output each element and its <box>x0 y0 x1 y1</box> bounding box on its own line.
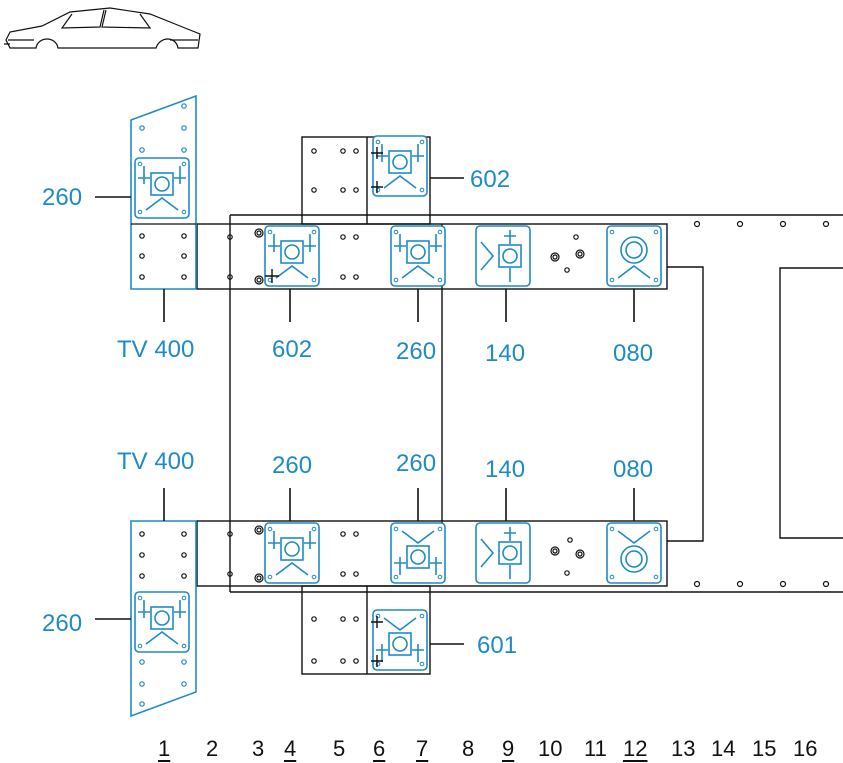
label-260-upper: 260 <box>396 338 437 365</box>
main-frame <box>229 214 843 593</box>
label-tv400-bottom: TV 400 <box>117 448 195 475</box>
position-number: 8 <box>462 736 475 761</box>
position-number: 16 <box>793 736 818 761</box>
module-602-upper <box>264 225 320 287</box>
upper-beam <box>196 136 668 290</box>
module-140-upper <box>475 225 531 287</box>
label-602-top: 602 <box>470 166 511 193</box>
position-number: 3 <box>252 736 265 761</box>
label-080-lower: 080 <box>613 456 654 483</box>
module-080-upper <box>606 225 662 287</box>
position-number: 14 <box>711 736 736 761</box>
pin-markers <box>265 147 383 667</box>
label-260-lower-a: 260 <box>272 452 313 479</box>
position-number: 12 <box>623 736 648 761</box>
position-number: 7 <box>416 736 429 761</box>
label-140-upper: 140 <box>485 340 526 367</box>
position-number: 6 <box>373 736 386 761</box>
leader-lines <box>95 177 635 645</box>
position-number: 15 <box>752 736 777 761</box>
module-260-bottom-left <box>134 591 190 653</box>
position-number: 1 <box>158 736 171 761</box>
module-080-lower <box>606 522 662 584</box>
label-260-lower-b: 260 <box>396 450 437 477</box>
position-number: 13 <box>671 736 696 761</box>
position-number: 10 <box>538 736 563 761</box>
label-601-bottom: 601 <box>477 632 518 659</box>
car-body-icon <box>4 7 201 49</box>
module-260-lower-b <box>390 522 446 584</box>
lower-beam <box>196 520 668 675</box>
label-140-lower: 140 <box>485 456 526 483</box>
module-140-lower <box>475 522 531 584</box>
module-260-upper <box>390 225 446 287</box>
module-260-top-left <box>134 157 190 219</box>
label-260-top-left: 260 <box>42 184 83 211</box>
position-number: 2 <box>206 736 219 761</box>
label-080-upper: 080 <box>613 340 654 367</box>
position-number: 4 <box>284 736 297 761</box>
position-number: 9 <box>502 736 515 761</box>
label-260-bottom-left: 260 <box>42 610 83 637</box>
position-number: 5 <box>333 736 346 761</box>
position-number: 11 <box>584 736 607 761</box>
label-602-upper: 602 <box>272 336 313 363</box>
module-260-lower-a <box>264 522 320 584</box>
label-tv400-top: TV 400 <box>117 336 195 363</box>
